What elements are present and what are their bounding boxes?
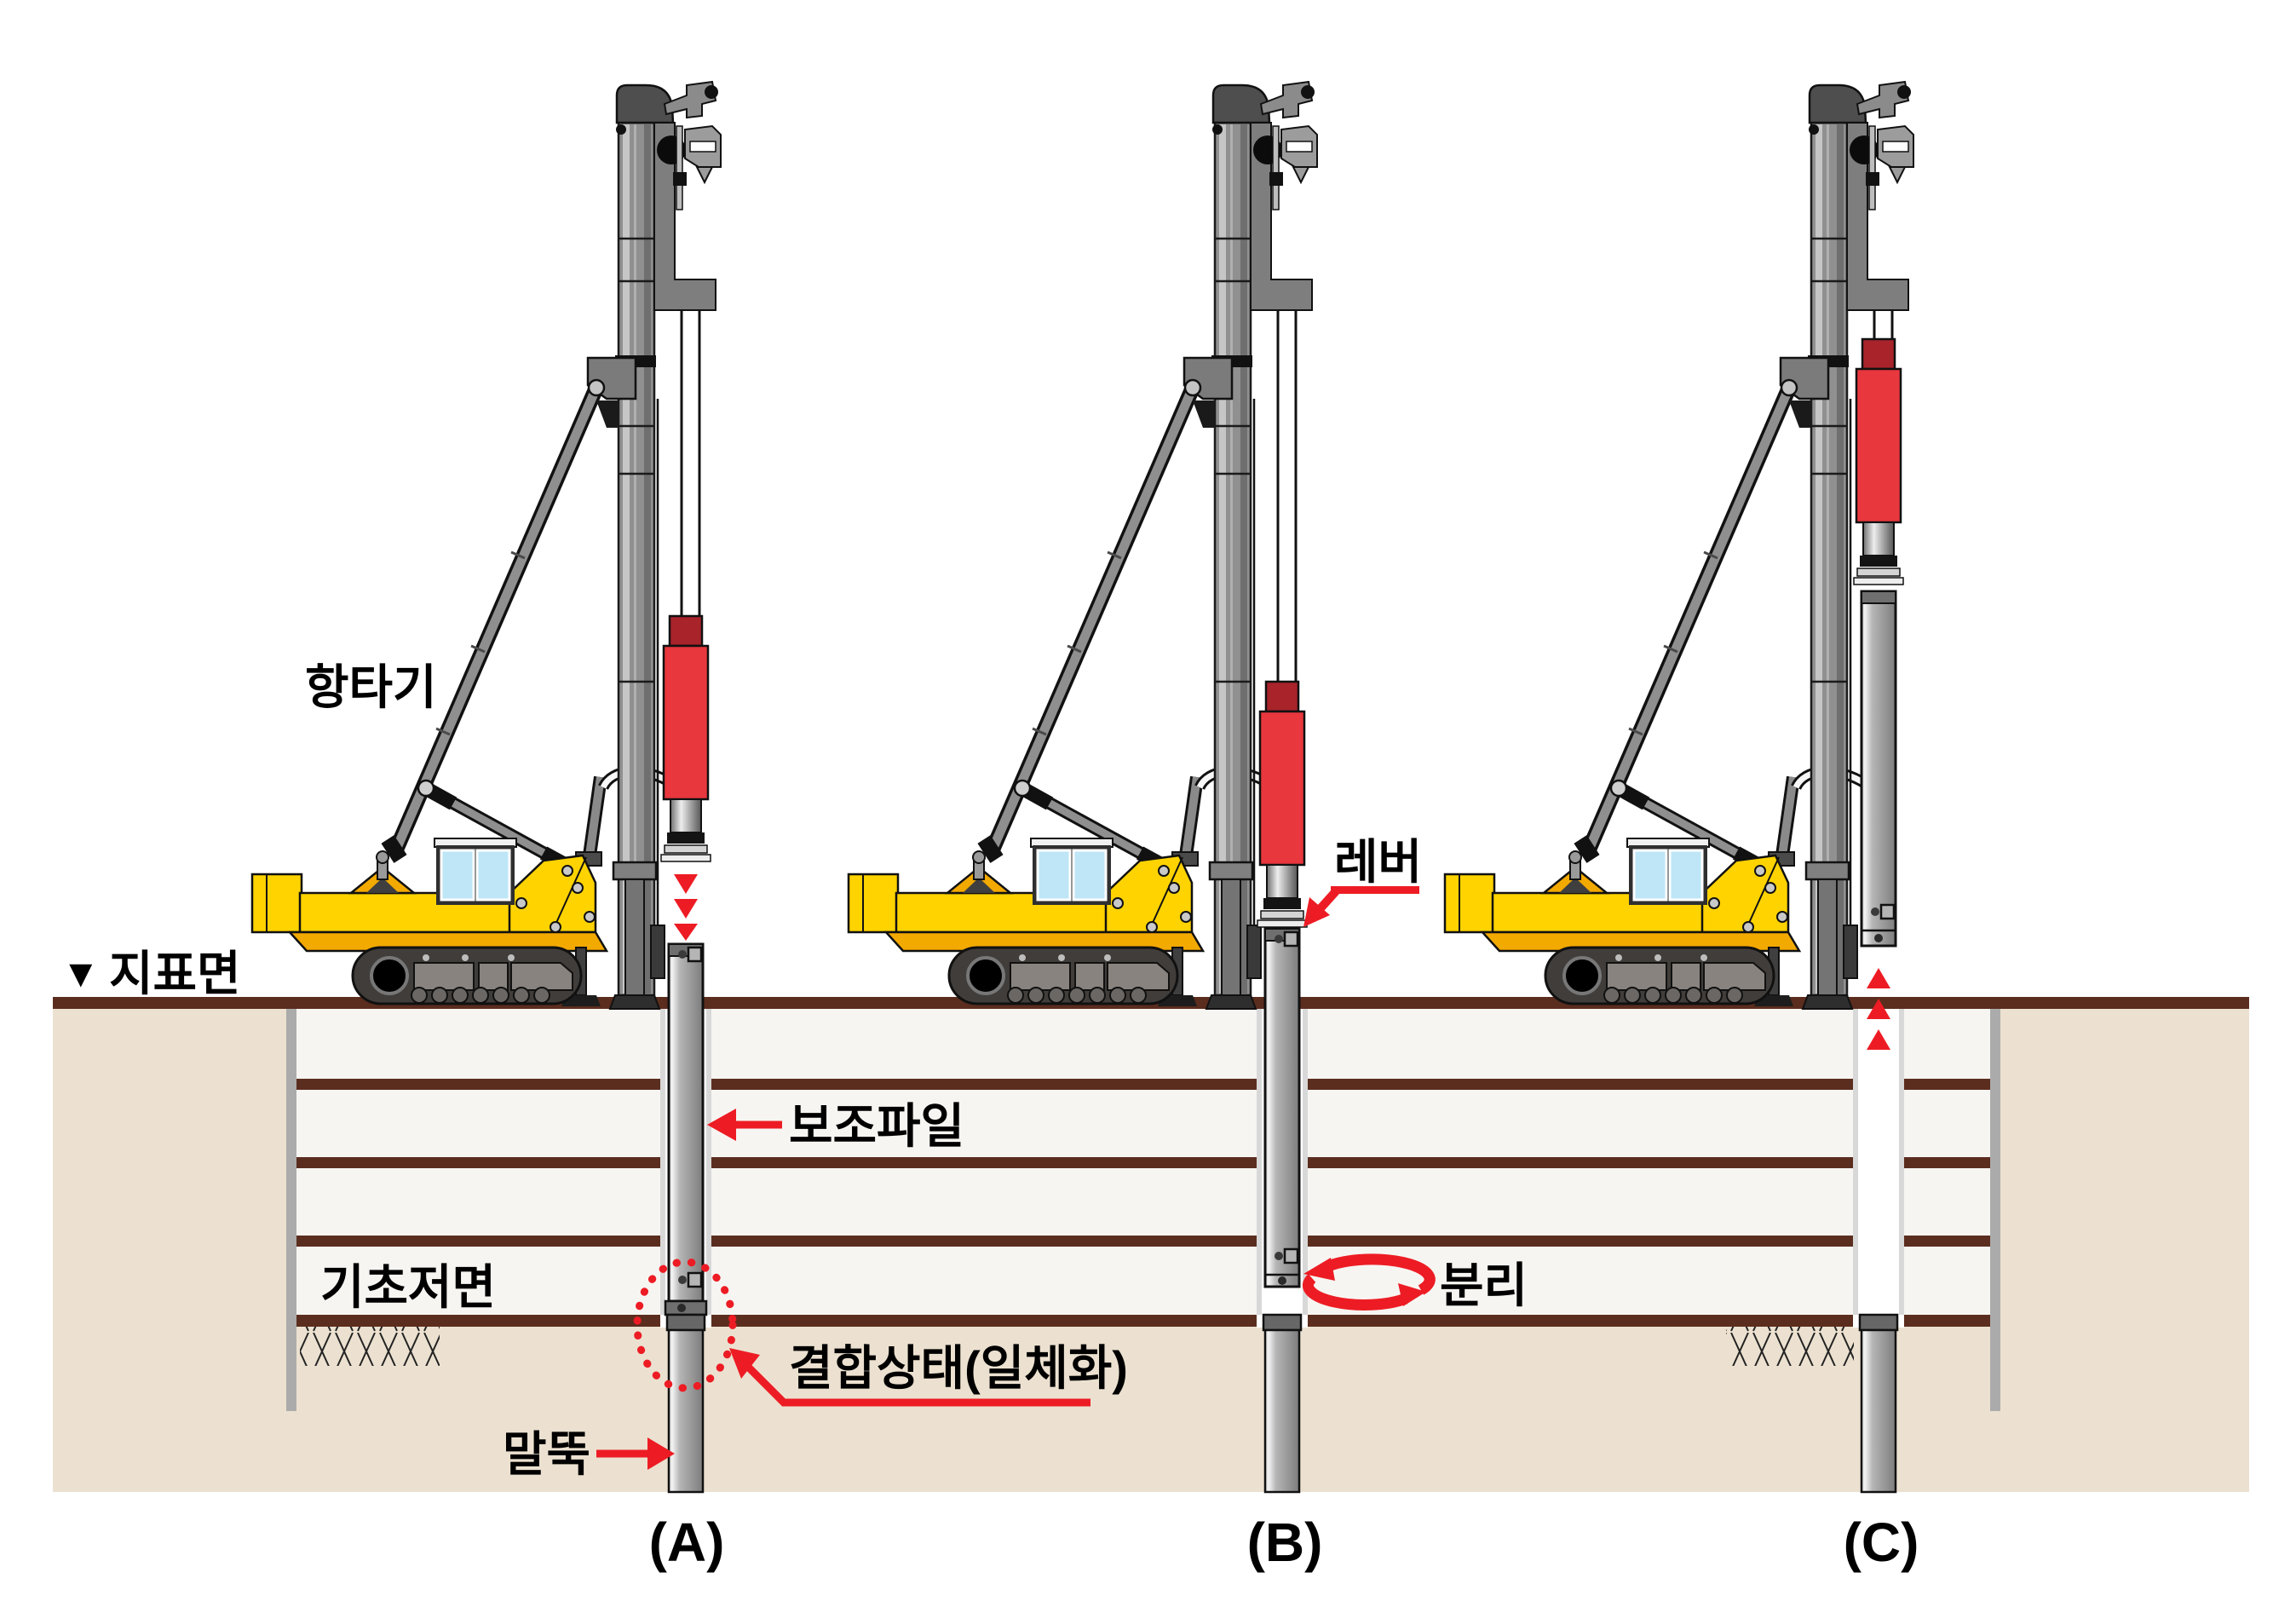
bearing-stratum-hatch <box>300 1327 440 1366</box>
stage-c-label: (C) <box>1844 1512 1919 1573</box>
pile-callout: 말뚝 <box>503 1427 675 1481</box>
stage-c <box>1853 310 1904 1494</box>
foundation-bottom-line <box>296 1315 1990 1327</box>
lever-fitting <box>1283 930 1299 948</box>
pile-driver-rig-a <box>252 82 721 1009</box>
retaining-wall-left <box>286 1009 296 1411</box>
downward-motion-arrows <box>674 874 698 941</box>
joint-label: 결합상태(일체화) <box>789 1341 1128 1395</box>
rotation-separation-arrows <box>1302 1253 1436 1311</box>
foundation-bottom-label: 기초저면 <box>320 1260 496 1314</box>
separation-label: 분리 <box>1440 1259 1528 1312</box>
strut-line <box>296 1079 1990 1090</box>
pile-driver-label: 항타기 <box>305 660 437 714</box>
upward-motion-arrows <box>1867 968 1890 1050</box>
lever-callout: 레버 <box>1303 835 1422 927</box>
arrow-left-icon <box>707 1109 736 1141</box>
joint-highlight-circle <box>633 1258 737 1392</box>
arrow-down-left-icon <box>1303 897 1330 927</box>
auxiliary-pile-b <box>1263 927 1301 1288</box>
auxiliary-pile-a <box>664 942 708 1316</box>
lever-fitting <box>687 946 703 963</box>
stage-a-label: (A) <box>649 1512 725 1573</box>
arrow-up-left-icon <box>729 1348 760 1379</box>
pile-driver-rig-c <box>1445 82 1913 1009</box>
lever-fitting <box>1283 1247 1299 1264</box>
ground-surface-label: 지표면 <box>109 947 241 1000</box>
strut-line <box>296 1157 1990 1168</box>
aux-pile-callout: 보조파일 <box>707 1099 964 1153</box>
strut-line <box>296 1236 1990 1247</box>
pile-a <box>665 1313 706 1494</box>
bearing-stratum-hatch <box>1726 1327 1854 1366</box>
retaining-wall-right <box>1990 1009 2000 1411</box>
pile-c <box>1858 1313 1899 1494</box>
ground-marker-icon: ▼ <box>61 951 101 995</box>
pile-b <box>1262 1313 1303 1494</box>
joint-callout: 결합상태(일체화) <box>729 1341 1128 1407</box>
arrow-right-icon <box>647 1437 675 1470</box>
aux-pile-label: 보조파일 <box>789 1099 964 1153</box>
lever-fitting <box>687 1271 703 1288</box>
drop-hammer-b <box>1257 680 1308 928</box>
lever-fitting <box>1879 903 1896 920</box>
stage-b-label: (B) <box>1247 1512 1323 1573</box>
pile-label: 말뚝 <box>503 1427 590 1481</box>
stage-a <box>633 310 737 1494</box>
excavation-cross-section <box>53 997 2249 1492</box>
borehole-c <box>1853 1009 1904 1328</box>
drop-hammer-c <box>1853 337 1904 585</box>
stage-b <box>1257 310 1436 1494</box>
lever-label: 레버 <box>1334 835 1422 889</box>
pile-driver-rig-b <box>849 82 1317 1009</box>
auxiliary-pile-c <box>1860 590 1897 948</box>
drop-hammer-a <box>660 614 711 862</box>
